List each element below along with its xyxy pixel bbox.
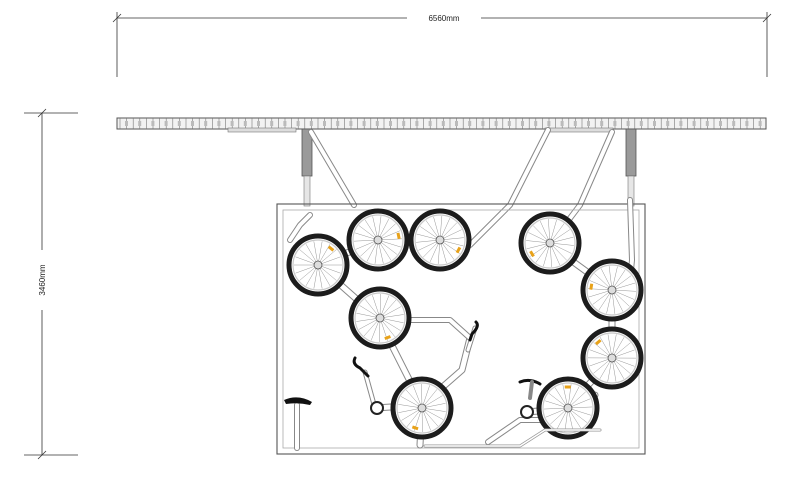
right-bike-handlebar	[518, 378, 542, 400]
handlebar-icon	[518, 378, 542, 386]
bicycle-wheel-icon	[348, 286, 412, 350]
storage-frame	[276, 203, 646, 455]
chainring-icon	[520, 405, 534, 419]
left-bike-handlebar	[352, 320, 479, 378]
width-dimension: 6560mm	[112, 11, 772, 77]
width-dimension-label: 6560mm	[428, 14, 459, 23]
bicycle-wheel-icon	[536, 376, 600, 440]
left-support-post	[301, 128, 313, 207]
height-dimension: 3460mm	[24, 108, 78, 460]
bicycle-wheel-icon	[408, 208, 472, 272]
right-support-post	[625, 128, 637, 207]
floor-slide-rail	[423, 428, 602, 448]
bicycle-wheel-icon	[580, 258, 644, 322]
bicycle-wheels	[286, 208, 644, 440]
rail-teeth	[119, 118, 762, 129]
bicycle-wheel-icon	[390, 376, 454, 440]
bicycle-wheel-icon	[286, 233, 350, 297]
left-bike-saddle	[284, 397, 312, 405]
ceiling-rail	[116, 117, 767, 133]
saddle-icon	[284, 397, 312, 405]
bicycle-wheel-icon	[580, 326, 644, 390]
bicycle-wheel-icon	[346, 208, 410, 272]
chainrings	[370, 401, 534, 419]
handlebar-icon	[468, 320, 479, 342]
bicycle-wheel-icon	[518, 211, 582, 275]
handlebar-icon	[352, 356, 370, 378]
height-dimension-label: 3460mm	[38, 264, 47, 295]
chainring-icon	[370, 401, 384, 415]
